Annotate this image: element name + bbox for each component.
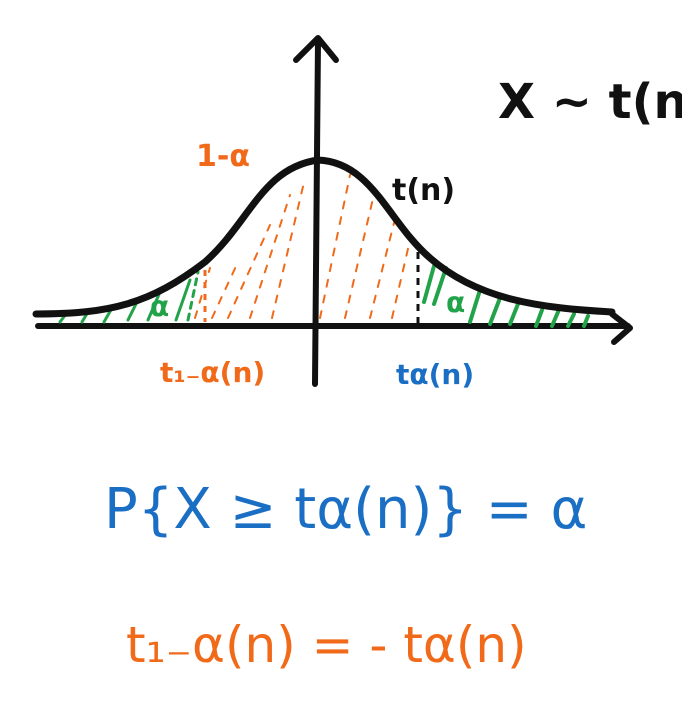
right-tail-hatch <box>422 264 590 328</box>
y-axis <box>312 37 321 387</box>
left-tail-label: α <box>150 290 169 323</box>
left-tail-hatch <box>58 270 200 324</box>
curve-label: t(n) <box>392 173 455 208</box>
title-formula: X ~ t(n) <box>498 74 682 130</box>
left-quantile-label: t₁₋α(n) <box>160 356 265 389</box>
t-density-curve <box>32 156 616 318</box>
right-quantile-label: tα(n) <box>396 358 474 391</box>
y-axis-arrow <box>293 35 339 63</box>
symmetry-formula: t₁₋α(n) = - tα(n) <box>126 616 527 674</box>
center-area-hatch <box>194 174 411 319</box>
center-area-label: 1-α <box>196 139 250 174</box>
probability-formula: P{X ≥ tα(n)} = α <box>104 477 587 542</box>
right-tail-label: α <box>446 286 465 319</box>
x-axis-arrow <box>609 311 633 345</box>
